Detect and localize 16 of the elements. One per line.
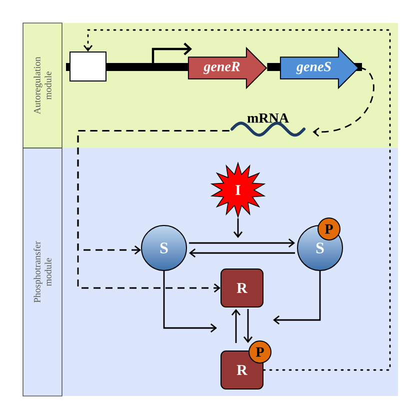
- arrow: [77, 130, 230, 293]
- regulator-box: R: [220, 268, 264, 308]
- regulator-box: R P: [220, 340, 272, 390]
- arrow: [243, 309, 253, 343]
- arrow: [189, 238, 295, 248]
- arrow: [233, 218, 243, 238]
- promoter-box: [70, 52, 106, 82]
- arrow: [231, 308, 241, 343]
- module-label: Phosphotransfer module: [22, 148, 62, 396]
- arrow: [273, 271, 321, 325]
- arrow: [83, 29, 391, 371]
- module-label: Autoregulation module: [22, 22, 62, 148]
- mrna-transcript: mRNA: [230, 113, 306, 137]
- arrow: [312, 67, 374, 137]
- arrow: [189, 248, 295, 258]
- arrow: [163, 271, 217, 333]
